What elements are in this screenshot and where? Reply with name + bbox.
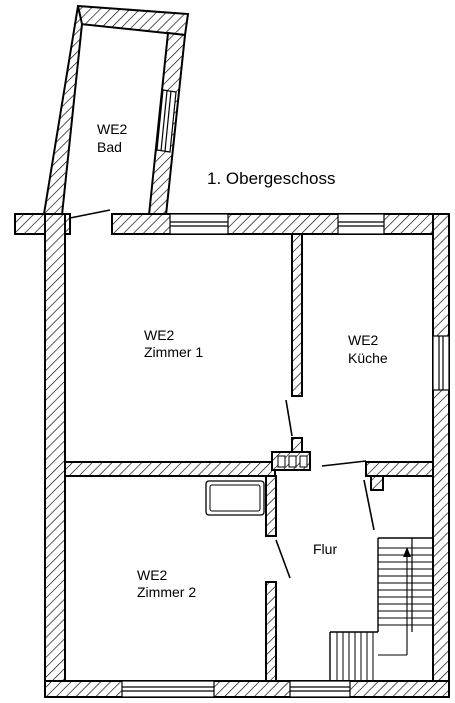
doors <box>69 209 375 579</box>
windows <box>121 213 450 698</box>
zimmer1-unit-label: WE2 <box>144 327 175 343</box>
kueche-name-label: Küche <box>348 350 388 366</box>
sink-fixture <box>205 480 265 516</box>
bathroom-window <box>156 89 177 153</box>
staircase <box>329 537 433 681</box>
kueche-unit-label: WE2 <box>348 332 379 348</box>
bad-unit-label: WE2 <box>97 121 128 137</box>
flur-name-label: Flur <box>313 541 337 557</box>
zimmer2-unit-label: WE2 <box>137 567 168 583</box>
interior-walls <box>64 233 434 682</box>
zimmer2-name-label: Zimmer 2 <box>137 584 196 600</box>
stair-direction-arrow <box>403 547 411 557</box>
chimney <box>271 451 311 471</box>
zimmer1-name-label: Zimmer 1 <box>144 344 203 360</box>
floor-title: 1. Obergeschoss <box>207 169 336 188</box>
bad-name-label: Bad <box>97 139 122 155</box>
